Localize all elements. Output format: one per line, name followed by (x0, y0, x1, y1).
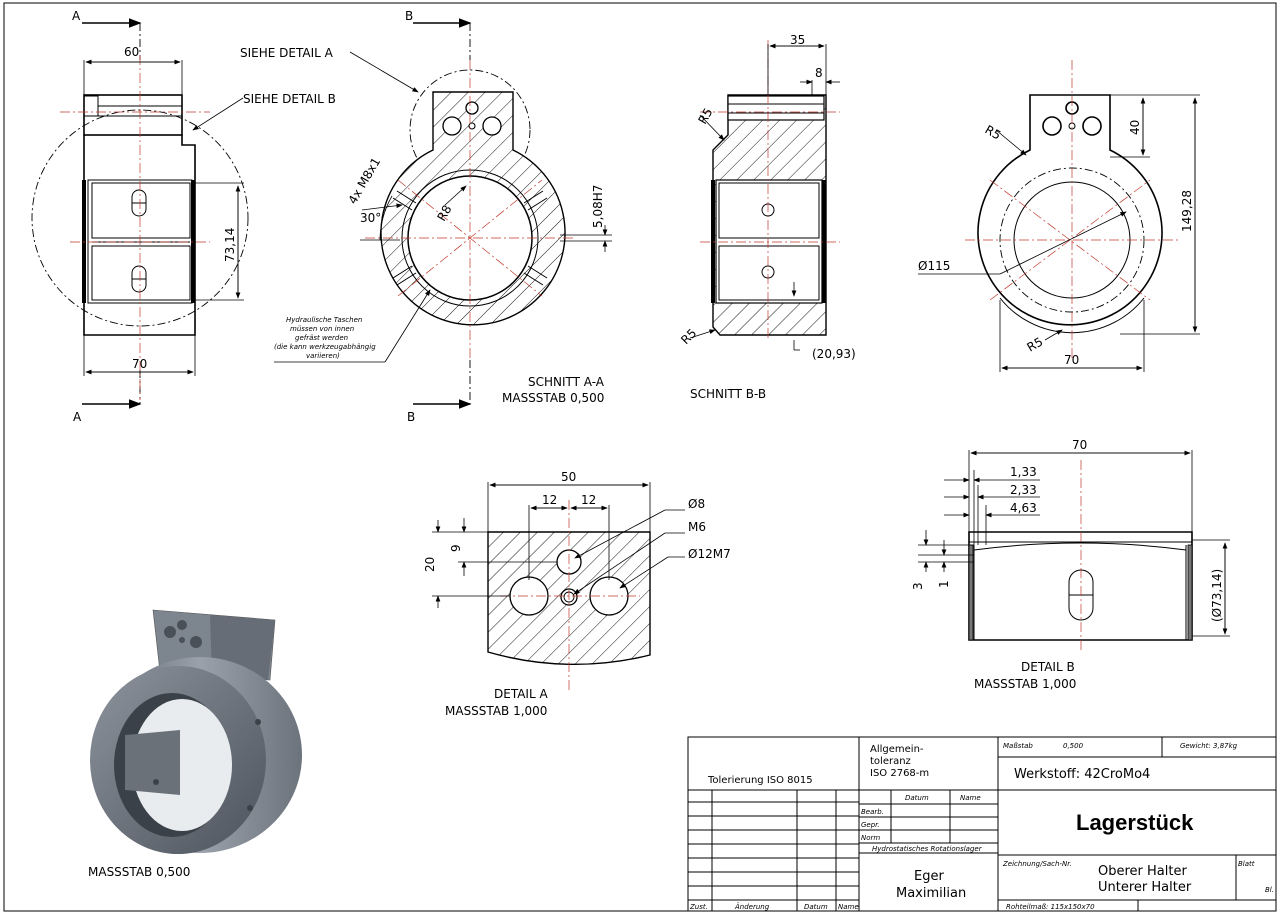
tb-datum: Datum (905, 794, 929, 802)
aa-note-line-2: müssen von innen (290, 325, 354, 333)
aa-note-line-3: gefräst werden (295, 334, 348, 342)
iso-scale: MASSSTAB 0,500 (88, 865, 190, 879)
dim-da-left: 12 (542, 493, 557, 507)
dim-aa-bore: 5,08H7 (591, 185, 605, 228)
tb-row-gepr: Gepr. (861, 821, 880, 829)
iso-view: MASSSTAB 0,500 (88, 609, 302, 879)
aa-note-line-1: Hydraulische Taschen (286, 316, 362, 324)
tb-weight: Gewicht: 3,87kg (1180, 742, 1238, 750)
dim-da-right: 12 (581, 493, 596, 507)
aa-note: Hydraulische Taschen müssen von innen ge… (274, 289, 431, 363)
tb-project: Hydrostatisches Rotationslager (872, 845, 983, 853)
sheet-border (3, 2, 1277, 912)
dim-aa-angle: 30° (360, 211, 381, 225)
tb-sheet: Blatt (1238, 860, 1255, 868)
dim-side-diameter: Ø115 (918, 259, 950, 273)
tb-row-norm: Norm (861, 834, 880, 842)
dim-da-hole3: Ø12M7 (688, 547, 731, 561)
dim-bb-r-bottom: R5 (678, 326, 699, 347)
db-title: DETAIL B (1021, 660, 1075, 674)
tb-general-tol-1: Allgemein- (870, 744, 924, 755)
tb-rev-aend: Änderung (734, 902, 770, 911)
side-view: R5 40 149,28 Ø115 R5 70 (918, 60, 1200, 372)
tb-rev-name: Name (838, 903, 859, 911)
tb-drawing-no: Zeichnung/Sach-Nr. (1002, 860, 1072, 868)
tb-material: Werkstoff: 42CroMo4 (1014, 767, 1150, 782)
tb-general-tol-3: ISO 2768-m (870, 768, 929, 779)
section-bb-view: 35 8 R5 R5 (20,93) SCHNITT B-B (678, 33, 855, 401)
dim-side-r-bottom: R5 (1025, 334, 1046, 354)
dim-db-diameter: (Ø73,14) (1210, 569, 1224, 622)
dim-front-top-width: 60 (124, 45, 139, 59)
tb-general-tol-2: toleranz (870, 756, 911, 767)
aa-scale: MASSSTAB 0,500 (502, 391, 604, 405)
dim-db-d1: 1,33 (1010, 465, 1037, 479)
section-marker-a-bottom: A (73, 410, 82, 424)
section-marker-a-top: A (72, 9, 81, 23)
dim-bb-ref: (20,93) (812, 347, 856, 361)
tb-row-bearb: Bearb. (861, 808, 884, 816)
dim-front-height: 73,14 (223, 228, 237, 262)
dim-db-d2: 2,33 (1010, 483, 1037, 497)
dim-db-d3: 4,63 (1010, 501, 1037, 515)
tb-raw-size: Rohteilmaß: 115x150x70 (1006, 903, 1095, 911)
dim-bb-r-top: R5 (695, 106, 715, 127)
tb-author-first: Eger (914, 869, 944, 884)
tb-author-last: Maximilian (896, 886, 966, 901)
da-title: DETAIL A (494, 687, 548, 701)
bb-title: SCHNITT B-B (690, 387, 766, 401)
aa-note-line-4: (die kann werkzeugabhängig (274, 343, 376, 351)
tb-name: Name (960, 794, 981, 802)
dim-side-r-top: R5 (983, 122, 1004, 142)
tb-sheet-2: Bl. (1265, 886, 1274, 894)
callout-detail-a: SIEHE DETAIL A (240, 46, 334, 60)
callout-detail-b: SIEHE DETAIL B (243, 92, 336, 106)
tb-rev-datum: Datum (804, 903, 828, 911)
tb-rev-zust: Zust. (689, 903, 708, 911)
dim-bb-top: 35 (790, 33, 805, 47)
detail-a-view: 50 12 12 20 9 Ø8 M6 Ø12M7 DETAIL A MASSS… (423, 470, 731, 718)
tb-part-lower: Unterer Halter (1098, 880, 1192, 895)
dim-da-height: 20 (423, 557, 437, 572)
da-scale: MASSSTAB 1,000 (445, 704, 547, 718)
dim-db-v2: 1 (937, 580, 951, 588)
dim-da-width: 50 (561, 470, 576, 484)
tb-tolerance: Tolerierung ISO 8015 (707, 775, 813, 786)
dim-aa-thread: 4x M8x1 (345, 155, 383, 206)
tb-scale-label: Maßstab (1003, 742, 1033, 750)
dim-db-v1: 3 (911, 582, 925, 590)
dim-side-height: 149,28 (1180, 190, 1194, 232)
aa-note-line-5: variieren) (306, 352, 340, 360)
dim-db-width: 70 (1072, 438, 1087, 452)
dim-front-bottom-width: 70 (132, 357, 147, 371)
front-view: A A 60 73 (31, 9, 419, 424)
title-block: Tolerierung ISO 8015 Allgemein- toleranz… (687, 736, 1277, 912)
dim-bb-small: 8 (815, 66, 823, 80)
tb-title: Lagerstück (1076, 810, 1194, 835)
section-aa-view: B B 4x M8x1 30° R8 (274, 9, 612, 424)
dim-side-width: 70 (1064, 353, 1079, 367)
section-marker-b-top: B (405, 9, 413, 23)
aa-title: SCHNITT A-A (528, 375, 605, 389)
tb-part-upper: Oberer Halter (1098, 864, 1187, 879)
tb-scale-value: 0,500 (1063, 742, 1084, 750)
detail-b-view: 70 1,33 2,33 4,63 3 1 (Ø73,14) DETAIL B … (911, 438, 1230, 691)
dim-da-hole2: M6 (688, 520, 706, 534)
dim-da-offset: 9 (449, 544, 463, 552)
section-marker-b-bottom: B (407, 410, 415, 424)
db-scale: MASSSTAB 1,000 (974, 677, 1076, 691)
dim-side-h-top: 40 (1128, 120, 1142, 135)
dim-aa-radius: R8 (434, 203, 454, 224)
dim-da-hole1: Ø8 (688, 497, 705, 511)
